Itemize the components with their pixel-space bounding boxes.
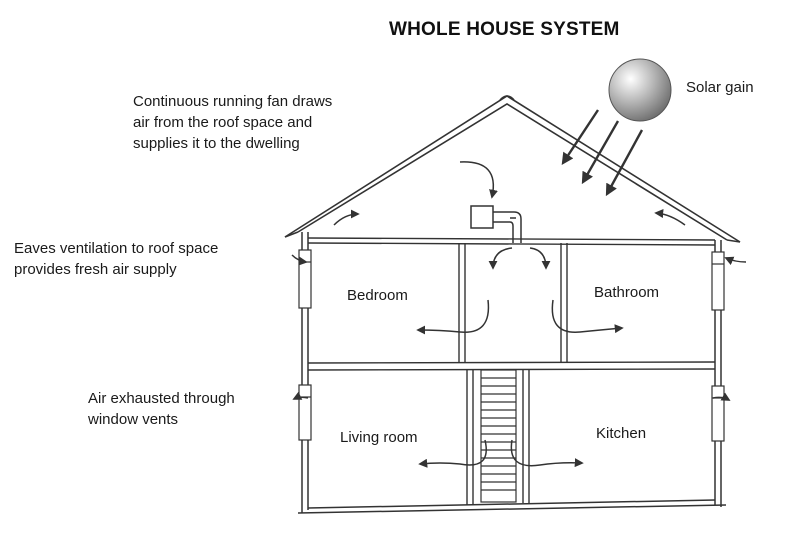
walls (297, 232, 727, 514)
windows-left (298, 249, 312, 441)
sun-icon (608, 58, 672, 122)
lower-partitions (466, 370, 530, 505)
windows-right (711, 251, 725, 442)
eaves-annotation-line: provides fresh air supply (14, 261, 177, 278)
exhaust-annotation-line: window vents (88, 411, 179, 428)
diagram-title: WHOLE HOUSE SYSTEM (389, 19, 620, 40)
room-label-bedroom: Bedroom (347, 287, 408, 304)
exhaust-annotation-line: Air exhausted through (88, 390, 235, 407)
solar-gain-label: Solar gain (686, 79, 754, 96)
room-label-living-room: Living room (340, 429, 418, 446)
room-label-kitchen: Kitchen (596, 425, 647, 442)
fan-annotation-line: air from the roof space and (133, 114, 313, 131)
roof (284, 95, 741, 243)
eaves-annotation-line: Eaves ventilation to roof space (14, 240, 219, 257)
staircase (480, 369, 517, 503)
fan-unit (470, 205, 522, 243)
eaves-annotation: Eaves ventilation to roof space provides… (14, 238, 218, 280)
solar-rays (561, 109, 644, 197)
mid-floor (307, 361, 716, 371)
airflow-arrows (291, 161, 747, 468)
upper-ceiling (307, 237, 716, 246)
fan-annotation-line: Continuous running fan draws (133, 93, 333, 110)
fan-annotation-line: supplies it to the dwelling (133, 135, 300, 152)
upper-partitions (458, 243, 568, 363)
fan-annotation: Continuous running fan draws air from th… (133, 91, 332, 154)
room-label-bathroom: Bathroom (594, 284, 660, 301)
exhaust-annotation: Air exhausted through window vents (88, 388, 235, 430)
